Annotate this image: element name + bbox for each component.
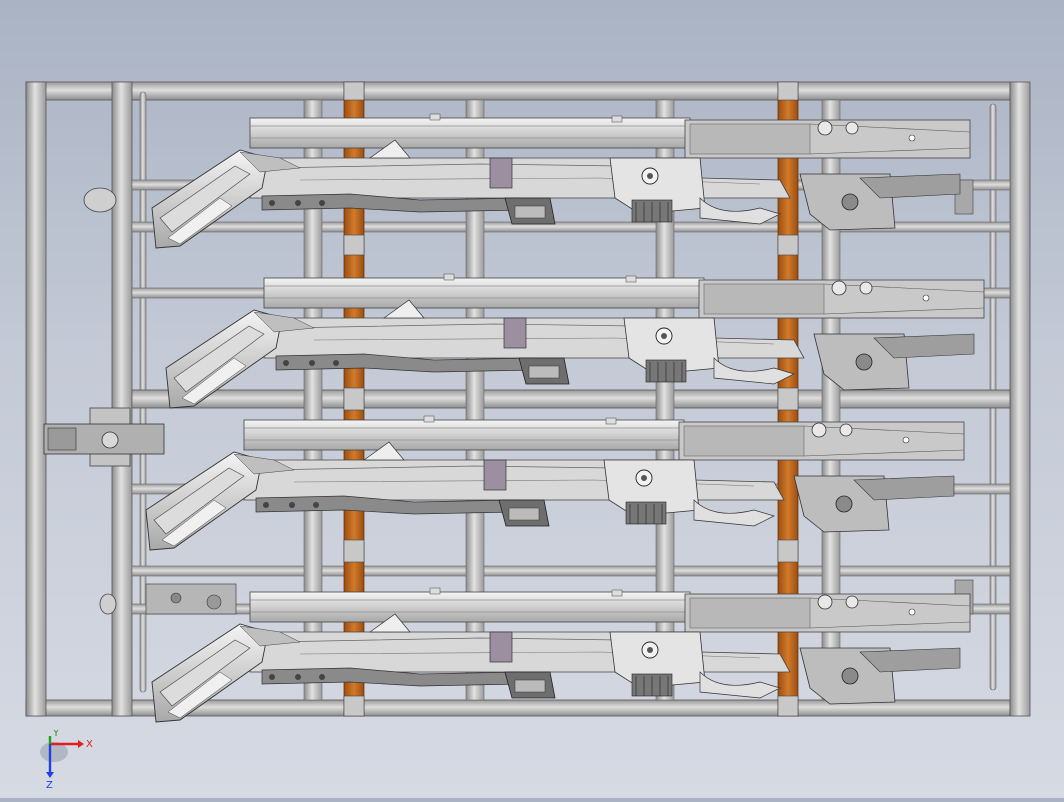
rail-part-3[interactable] — [145, 415, 965, 551]
y-axis-label: Y — [52, 730, 60, 739]
coordinate-triad: X Y Z — [40, 730, 93, 790]
x-axis-label: X — [86, 739, 93, 750]
z-axis-label: Z — [46, 780, 53, 790]
triad-plane-icon — [40, 742, 68, 762]
fixture-frame[interactable] — [25, 81, 1031, 717]
rail-part-2[interactable] — [165, 273, 985, 409]
